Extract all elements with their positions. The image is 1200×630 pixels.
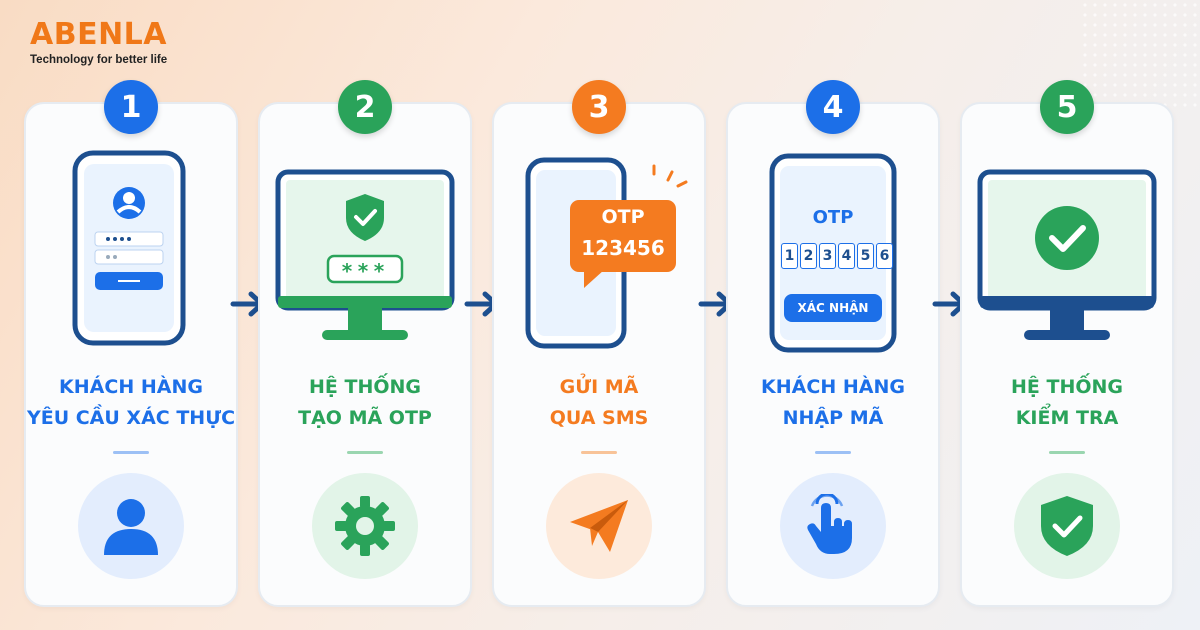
gear-icon (335, 496, 395, 556)
otp-digit-box[interactable]: 2 (800, 243, 817, 269)
brand-name: ABENLA (30, 17, 168, 52)
step-3-title-line2: QUA SMS (549, 407, 649, 429)
user-icon (104, 499, 158, 555)
step-1-title-line1: KHÁCH HÀNG (59, 376, 203, 398)
otp-digit-box[interactable]: 4 (838, 243, 855, 269)
step-5-divider (1049, 451, 1085, 454)
step-4-title-line1: KHÁCH HÀNG (761, 376, 905, 398)
step-5-monitor-illustration (977, 169, 1157, 340)
step-5-number-badge: 5 (1040, 80, 1094, 134)
step-4-number-badge: 4 (806, 80, 860, 134)
step-1-title-line2: YÊU CẦU XÁC THỰC (26, 407, 236, 429)
sms-otp-label: OTP (601, 206, 645, 228)
step-3-number-badge: 3 (572, 80, 626, 134)
step-1-icon-circle (78, 473, 184, 579)
step-2-divider (347, 451, 383, 454)
brand-logo: ABENLA Technology for better life (30, 17, 168, 67)
step-5-icon-circle (1014, 473, 1120, 579)
step-5-title-line2: KIỂM TRA (1015, 407, 1119, 429)
step-5-title: HỆ THỐNG KIỂM TRA (960, 372, 1174, 434)
step-3-title-line1: GỬI MÃ (559, 376, 639, 398)
step-2-title-line1: HỆ THỐNG (308, 376, 421, 398)
step-1-title: KHÁCH HÀNG YÊU CẦU XÁC THỰC (24, 372, 238, 434)
step-2-title: HỆ THỐNG TẠO MÃ OTP (258, 372, 472, 434)
step-4-title: KHÁCH HÀNG NHẬP MÃ (726, 372, 940, 434)
shield-check-icon (1041, 496, 1093, 556)
step-3-phone-illustration (525, 157, 688, 349)
step-4-divider (815, 451, 851, 454)
otp-digit-box[interactable]: 3 (819, 243, 836, 269)
sms-otp-code: 123456 (581, 236, 665, 260)
step-2-title-line2: TẠO MÃ OTP (298, 407, 432, 429)
step-4-icon-circle (780, 473, 886, 579)
paper-plane-icon (570, 500, 628, 552)
step-2-password-field: *** (340, 259, 390, 283)
confirm-button[interactable]: XÁC NHẬN (797, 301, 869, 315)
step-1-number-badge: 1 (104, 80, 158, 134)
step-1-phone-illustration (72, 150, 186, 346)
otp-entry-label: OTP (812, 207, 854, 228)
brand-tagline: Technology for better life (30, 54, 168, 66)
step-4-title-line2: NHẬP MÃ (782, 407, 884, 429)
decorative-dot-pattern (1080, 0, 1200, 110)
step-2-monitor-illustration (275, 169, 455, 340)
pointer-hand-icon (807, 494, 852, 554)
step-3-title: GỬI MÃ QUA SMS (492, 372, 706, 434)
step-3-icon-circle (546, 473, 652, 579)
step-5-title-line1: HỆ THỐNG (1010, 376, 1123, 398)
step-3-divider (581, 451, 617, 454)
otp-digit-box[interactable]: 6 (876, 243, 893, 269)
otp-digit-box[interactable]: 5 (857, 243, 874, 269)
step-2-number-badge: 2 (338, 80, 392, 134)
step-1-divider (113, 451, 149, 454)
otp-digit-inputs: 1 2 3 4 5 6 (781, 243, 893, 269)
step-2-icon-circle (312, 473, 418, 579)
otp-digit-box[interactable]: 1 (781, 243, 798, 269)
